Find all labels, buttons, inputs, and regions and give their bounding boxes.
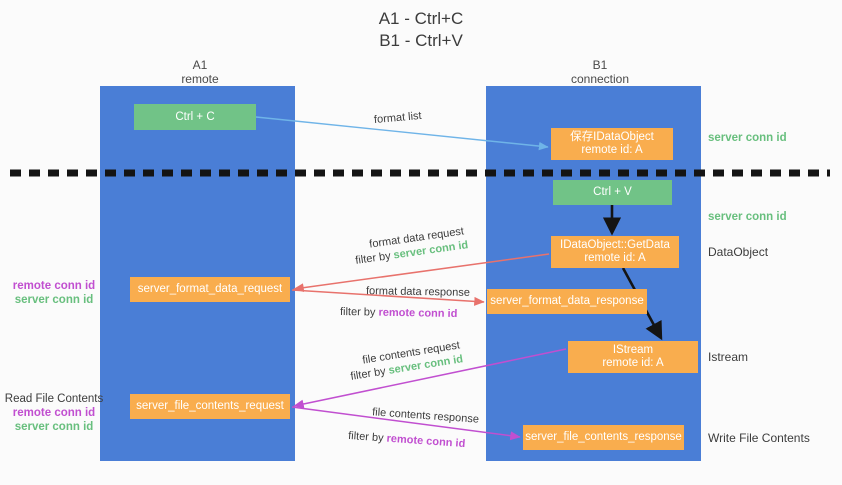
annotation-read-file-contents: Read File Contents [4, 393, 104, 405]
annotation-server-conn-id: server conn id [14, 421, 94, 433]
annotation-dataobject: DataObject [708, 245, 769, 259]
filter-prefix: filter by [339, 305, 379, 319]
caption-format-data-response-text: format data response [365, 285, 471, 299]
column-a1-role: remote [181, 72, 219, 86]
annotation-server-conn-id: server conn id [14, 294, 94, 306]
box-server-file-contents-request-label: server_file_contents_request [136, 400, 284, 412]
box-server-format-data-request[interactable]: server_format_data_request [130, 277, 290, 302]
box-idataobject[interactable]: 保存IDataObject remote id: A [551, 128, 673, 160]
box-idataobject-label: 保存IDataObject [570, 131, 654, 143]
annotation-server-conn-id-mid: server conn id [708, 211, 787, 223]
box-ctrl-c[interactable]: Ctrl + C [134, 104, 256, 130]
box-getdata-label: IDataObject::GetData [560, 239, 670, 251]
box-server-format-data-response[interactable]: server_format_data_response [487, 289, 647, 314]
box-server-format-data-response-label: server_format_data_response [490, 295, 644, 307]
box-server-file-contents-request[interactable]: server_file_contents_request [130, 394, 290, 419]
annotation-conn-ids-group-1: remote conn id server conn id [8, 279, 100, 307]
caption-format-list: format list [373, 109, 423, 128]
column-header-b1: B1 connection [540, 58, 660, 86]
annotation-remote-conn-id: remote conn id [12, 280, 96, 292]
caption-format-data-response: format data response [366, 284, 470, 301]
title-line-2: B1 - Ctrl+V [379, 31, 463, 50]
box-server-file-contents-response[interactable]: server_file_contents_response [523, 425, 684, 450]
filter-value-remote-conn-id: remote conn id [386, 432, 466, 451]
filter-prefix: filter by [349, 364, 390, 383]
annotation-istream: Istream [708, 350, 749, 364]
box-ctrl-v-label: Ctrl + V [593, 186, 632, 198]
column-header-a1: A1 remote [140, 58, 260, 86]
box-istream-remote-id: remote id: A [602, 357, 664, 369]
box-server-file-contents-response-label: server_file_contents_response [525, 431, 682, 443]
caption-file-contents-response: file contents response [372, 405, 480, 427]
column-b1-name: B1 [592, 58, 608, 72]
filter-prefix: filter by [354, 249, 395, 267]
box-server-format-data-request-label: server_format_data_request [137, 283, 283, 295]
annotation-remote-conn-id: remote conn id [12, 407, 96, 419]
caption-format-list-text: format list [373, 109, 423, 127]
caption-file-contents-response-filter: filter by remote conn id [348, 429, 466, 452]
box-ctrl-v[interactable]: Ctrl + V [553, 180, 672, 205]
column-b1-role: connection [570, 72, 630, 86]
box-idataobject-getdata[interactable]: IDataObject::GetData remote id: A [551, 236, 679, 268]
box-istream[interactable]: IStream remote id: A [568, 341, 698, 373]
annotation-write-file-contents: Write File Contents [708, 431, 810, 445]
column-a1-name: A1 [192, 58, 208, 72]
title-line-1: A1 - Ctrl+C [378, 9, 464, 28]
box-ctrl-c-label: Ctrl + C [175, 110, 215, 123]
filter-value-remote-conn-id: remote conn id [378, 306, 458, 321]
annotation-server-conn-id-top: server conn id [708, 132, 787, 144]
caption-file-contents-response-text: file contents response [371, 406, 480, 426]
box-idataobject-remote-id: remote id: A [581, 144, 643, 156]
caption-format-data-response-filter: filter by remote conn id [340, 305, 458, 322]
box-getdata-remote-id: remote id: A [584, 252, 646, 264]
annotation-conn-ids-group-2: Read File Contents remote conn id server… [4, 392, 104, 434]
diagram-title: A1 - Ctrl+C B1 - Ctrl+V [0, 8, 842, 52]
filter-prefix: filter by [347, 429, 388, 445]
box-istream-label: IStream [612, 344, 654, 356]
